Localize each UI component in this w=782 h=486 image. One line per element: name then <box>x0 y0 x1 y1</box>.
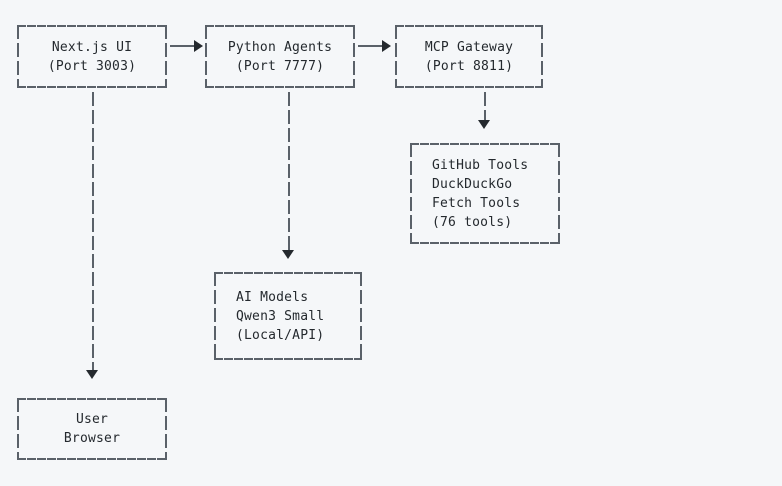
node-label-line: GitHub Tools <box>432 157 529 173</box>
box-border-right <box>165 25 167 88</box>
box-border-left <box>205 25 207 88</box>
node-label-line: DuckDuckGo <box>432 176 513 192</box>
node-label-line: MCP Gateway <box>424 39 514 55</box>
box-border-top <box>17 25 167 27</box>
node-label-line: Next.js UI <box>51 39 133 55</box>
box-border-top <box>410 143 560 145</box>
box-border-top <box>205 25 355 27</box>
node-label-group: Next.js UI (Port 3003) <box>17 25 167 88</box>
box-border-left <box>410 143 412 244</box>
arrowhead-right-icon <box>194 40 203 52</box>
node-label-group: User Browser <box>17 398 167 460</box>
node-label-line: (76 tools) <box>432 214 513 230</box>
node-mcp-tools[interactable]: GitHub Tools DuckDuckGo Fetch Tools (76 … <box>410 143 560 244</box>
node-label-group: AI Models Qwen3 Small (Local/API) <box>214 272 362 360</box>
node-nextjs-ui[interactable]: Next.js UI (Port 3003) <box>17 25 167 88</box>
box-border-bottom <box>205 86 355 88</box>
node-mcp-gateway[interactable]: MCP Gateway (Port 8811) <box>395 25 543 88</box>
box-border-left <box>214 272 216 360</box>
box-border-top <box>17 398 167 400</box>
node-label-line: User <box>75 412 109 427</box>
connector-agents-to-models <box>288 92 290 250</box>
connector-agents-to-gateway <box>358 45 384 47</box>
box-border-top <box>214 272 362 274</box>
arrowhead-down-icon <box>86 370 98 379</box>
arrowhead-down-icon <box>282 250 294 259</box>
node-label-group: GitHub Tools DuckDuckGo Fetch Tools (76 … <box>410 143 560 244</box>
node-user-browser[interactable]: User Browser <box>17 398 167 460</box>
connector-nextjs-to-agents <box>170 45 196 47</box>
connector-ui-to-browser <box>92 92 94 370</box>
node-ai-models[interactable]: AI Models Qwen3 Small (Local/API) <box>214 272 362 360</box>
box-border-right <box>541 25 543 88</box>
box-border-top <box>395 25 543 27</box>
box-border-right <box>353 25 355 88</box>
node-label-line: (Port 8811) <box>424 58 514 74</box>
node-label-line: Qwen3 Small <box>236 308 325 324</box>
node-python-agents[interactable]: Python Agents (Port 7777) <box>205 25 355 88</box>
node-label-line: (Local/API) <box>236 327 325 343</box>
box-border-right <box>165 398 167 460</box>
box-border-left <box>395 25 397 88</box>
arrowhead-right-icon <box>382 40 391 52</box>
box-border-bottom <box>17 86 167 88</box>
node-label-line: Fetch Tools <box>432 195 521 211</box>
node-label-line: Browser <box>63 431 121 446</box>
box-border-bottom <box>410 242 560 244</box>
box-border-bottom <box>214 358 362 360</box>
arrowhead-down-icon <box>478 120 490 129</box>
node-label-line: Python Agents <box>227 39 333 55</box>
box-border-right <box>558 143 560 244</box>
node-label-group: MCP Gateway (Port 8811) <box>395 25 543 88</box>
box-border-bottom <box>395 86 543 88</box>
connector-gateway-to-tools <box>484 92 486 120</box>
node-label-line: (Port 3003) <box>47 58 137 74</box>
box-border-left <box>17 398 19 460</box>
node-label-group: Python Agents (Port 7777) <box>205 25 355 88</box>
box-border-left <box>17 25 19 88</box>
node-label-line: (Port 7777) <box>235 58 325 74</box>
box-border-right <box>360 272 362 360</box>
box-border-bottom <box>17 458 167 460</box>
node-label-line: AI Models <box>236 289 309 305</box>
